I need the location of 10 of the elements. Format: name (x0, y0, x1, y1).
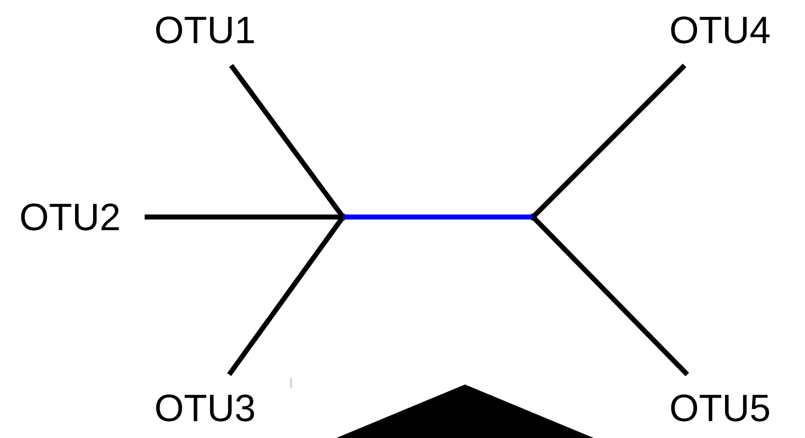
leaf-label: OTU3 (156, 394, 254, 422)
tree-branch (531, 64, 686, 219)
tree-branch (531, 215, 690, 376)
tree-branch (343, 214, 533, 220)
leaf-label: OTU2 (21, 204, 119, 230)
leaf-label: OTU1 (156, 16, 254, 44)
tree-branch (144, 214, 343, 220)
triangle-shape (335, 384, 595, 438)
leaf-label: OTU5 (671, 394, 770, 422)
leaf-label: OTU4 (671, 16, 770, 44)
